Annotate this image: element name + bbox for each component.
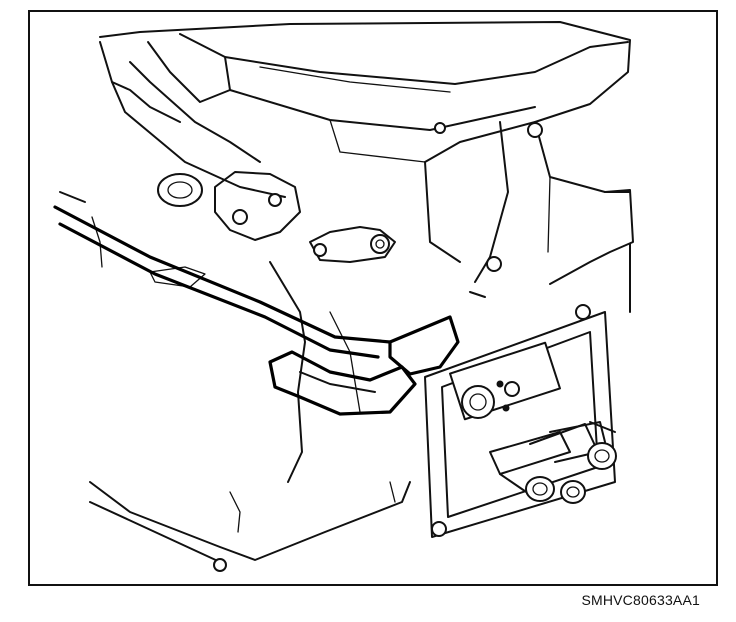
hose-assembly <box>53 205 460 416</box>
figure-reference-code: SMHVC80633AA1 <box>581 592 700 608</box>
linkage-mechanism <box>59 41 396 288</box>
expansion-block <box>424 304 616 538</box>
fittings <box>489 421 617 504</box>
wire-harness <box>469 121 509 298</box>
illustration-frame <box>28 10 718 586</box>
upper-housing <box>99 21 634 313</box>
hvac-module-line-drawing <box>53 21 634 572</box>
lower-housing <box>89 261 411 572</box>
